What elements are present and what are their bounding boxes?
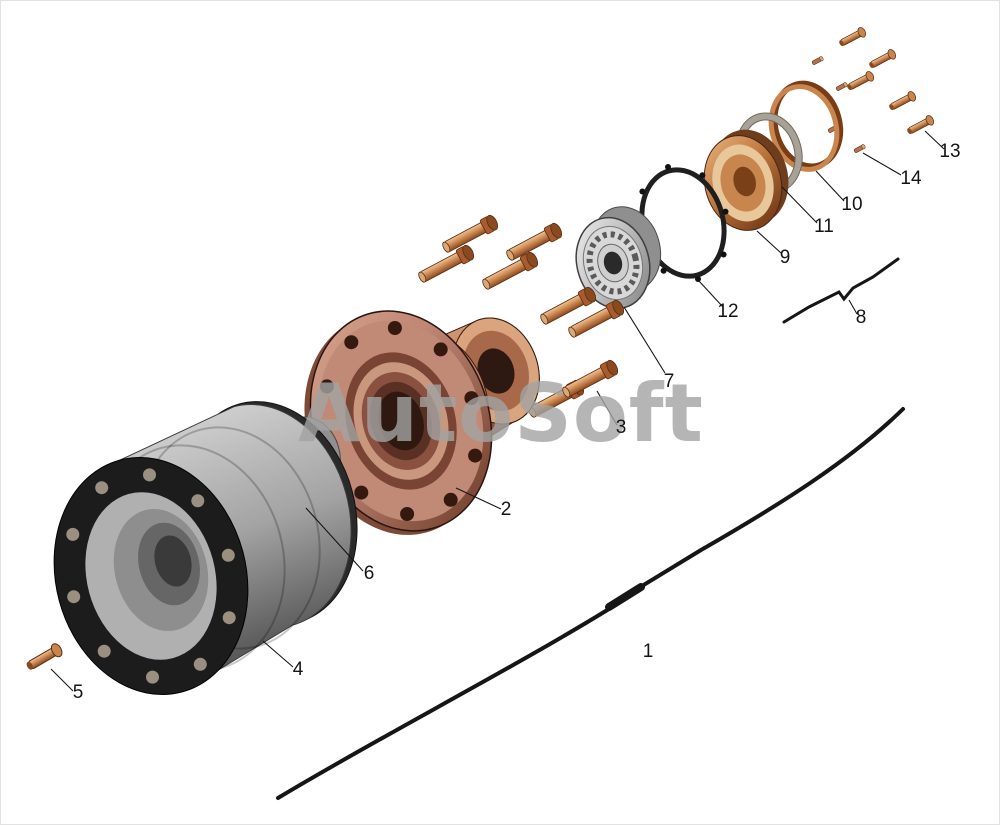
leader-line-9 (756, 230, 782, 254)
hub-bolt-hole (387, 321, 402, 335)
mount-bolt (23, 641, 65, 674)
leader-line-6 (305, 507, 364, 572)
part-gasket (637, 164, 729, 282)
leader-line-13 (924, 130, 945, 150)
hub-bolt-hole (354, 485, 369, 500)
drum-bolt-hole (222, 611, 236, 625)
part-axle-beam (276, 407, 905, 800)
screw (866, 47, 898, 72)
gasket-hole (660, 267, 667, 274)
part-brake-drum (53, 401, 358, 695)
leader-line-11 (781, 186, 818, 224)
drum-bolt-hole (146, 670, 159, 684)
screw (844, 69, 876, 94)
part-label-12: 12 (717, 301, 738, 322)
pin (811, 55, 825, 66)
hub-bolt-hole (464, 391, 479, 406)
drum-bolt-hole (221, 548, 235, 562)
leader-line-2 (455, 487, 502, 510)
leader-line-7 (623, 306, 666, 374)
drum-bolt-hole (143, 468, 156, 482)
hub-bolt-hole (443, 492, 458, 507)
part-mount-bolt (23, 641, 65, 674)
gasket-hole (665, 164, 671, 170)
part-label-5: 5 (73, 682, 84, 703)
part-label-13: 13 (939, 141, 960, 162)
leader-line-12 (698, 280, 724, 308)
pin (853, 143, 867, 154)
gasket-hole (695, 276, 701, 282)
part-label-10: 10 (841, 194, 862, 215)
drum-center-hole (154, 535, 192, 587)
hub-bore-deep (378, 391, 424, 451)
part-label-2: 2 (501, 499, 512, 520)
gasket-hole (639, 188, 646, 195)
part-hub-cap (703, 129, 789, 231)
part-label-14: 14 (900, 168, 922, 189)
part-wheel-hub (304, 310, 540, 535)
leader-line-10 (815, 170, 845, 202)
pin (835, 81, 849, 92)
gasket-hole (720, 251, 727, 258)
drum-bolt-hole (67, 590, 81, 604)
hub-bolt-hole (400, 507, 415, 521)
drum-bolt-hole (66, 527, 80, 541)
screw (904, 113, 936, 138)
hub-bolt-hole (433, 342, 448, 357)
part-labels: 1 2 3 4 5 6 7 8 9 10 11 12 13 14 (73, 141, 961, 703)
part-label-6: 6 (364, 563, 375, 584)
part-label-11: 11 (814, 216, 834, 237)
part-label-7: 7 (664, 371, 675, 392)
hub-bolt-hole (468, 448, 483, 463)
gasket-hole (722, 208, 729, 215)
hub-barrel-bore (477, 348, 515, 394)
part-screws (836, 25, 936, 138)
leader-line-3 (596, 390, 618, 426)
drum-bolt-hole (95, 481, 109, 495)
drum-bolt-hole (97, 644, 111, 658)
leader-line-5 (50, 668, 74, 692)
part-label-3: 3 (616, 417, 627, 438)
leader-lines (50, 130, 945, 692)
leader-line-4 (262, 640, 294, 668)
bearing-outer-bore (603, 251, 623, 275)
part-label-8: 8 (856, 307, 867, 328)
leader-line-14 (862, 152, 902, 176)
part-label-4: 4 (293, 659, 304, 680)
gasket-hole (699, 172, 706, 179)
bearing-outer-rollers (586, 231, 640, 295)
axle-beam-perch (605, 583, 645, 611)
leader-line-8 (848, 299, 858, 315)
lock-ring-front (768, 84, 840, 172)
hub-bolt-hole (344, 335, 359, 350)
drum-bolt-hole (193, 657, 207, 671)
part-lock-strip (782, 257, 900, 324)
screw (836, 25, 868, 50)
drum-bolt-hole (191, 494, 205, 508)
watermark: AutoSoft (298, 367, 704, 460)
part-label-1: 1 (643, 641, 654, 662)
part-label-9: 9 (780, 247, 791, 268)
hub-bolt-hole (319, 379, 334, 394)
lock-strip-line (782, 257, 900, 324)
screw (886, 89, 918, 114)
part-lock-ring (768, 80, 844, 172)
hub-cap-center (733, 166, 756, 197)
